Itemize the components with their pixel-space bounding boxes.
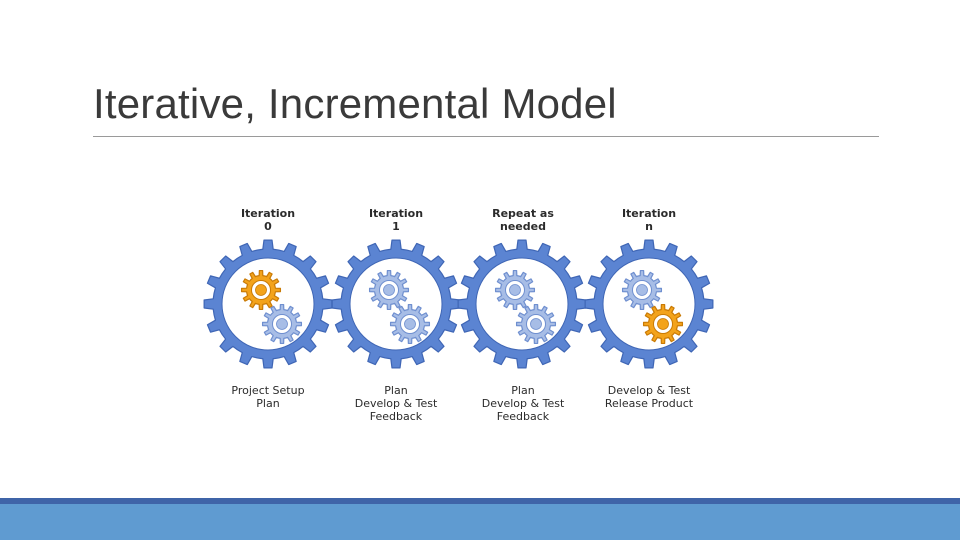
stage-0-heading: Iteration 0 <box>203 207 333 233</box>
stage-0-gear-group <box>203 239 333 369</box>
stage-0-heading-line-1: Iteration <box>240 207 296 220</box>
stage-2-caption-line-3: Feedback <box>496 410 550 423</box>
stage-3-caption-line-1: Develop & Test <box>607 384 691 397</box>
stage-0-lower-small-gear-icon <box>261 303 303 345</box>
stage-3-caption-line-2: Release Product <box>604 397 694 410</box>
stage-3-heading: Iteration n <box>584 207 714 233</box>
stage-0-caption-line-1: Project Setup <box>231 384 305 397</box>
stage-1-caption-line-3: Feedback <box>369 410 423 423</box>
stage-2-heading-line-1: Repeat as <box>492 207 554 220</box>
stage-2-heading-line-2: needed <box>500 220 546 233</box>
stage-1-gear-group <box>331 239 461 369</box>
stage-1-heading-line-1: Iteration <box>368 207 424 220</box>
stage-3-heading-line-2: n <box>645 220 653 233</box>
stage-1-caption: Plan Develop & Test Feedback <box>331 384 461 423</box>
stage-2-caption-line-1: Plan <box>511 384 535 397</box>
stage-1-heading: Iteration 1 <box>331 207 461 233</box>
stage-3-gear-group <box>584 239 714 369</box>
stage-1-lower-small-gear-icon <box>389 303 431 345</box>
stage-1-caption-line-2: Develop & Test <box>354 397 438 410</box>
stage-2-caption-line-2: Develop & Test <box>481 397 565 410</box>
footer-bar <box>0 504 960 540</box>
slide-title: Iterative, Incremental Model <box>93 80 617 127</box>
stage-3-heading-line-1: Iteration <box>621 207 677 220</box>
stage-3-upper-small-gear-icon <box>621 269 663 311</box>
stage-0-upper-small-gear-icon <box>240 269 282 311</box>
stage-3-lower-small-gear-icon <box>642 303 684 345</box>
stage-0-caption: Project Setup Plan <box>203 384 333 410</box>
stage-0-heading-line-2: 0 <box>264 220 272 233</box>
stage-2-upper-small-gear-icon <box>494 269 536 311</box>
stage-2-caption: Plan Develop & Test Feedback <box>458 384 588 423</box>
stage-2-heading: Repeat as needed <box>458 207 588 233</box>
title-divider <box>93 136 879 137</box>
stage-1-upper-small-gear-icon <box>368 269 410 311</box>
stage-2-lower-small-gear-icon <box>515 303 557 345</box>
stage-1-heading-line-2: 1 <box>392 220 400 233</box>
stage-3-caption: Develop & Test Release Product <box>584 384 714 410</box>
stage-2-gear-group <box>457 239 587 369</box>
stage-0-caption-line-2: Plan <box>256 397 280 410</box>
footer-accent-line <box>0 498 960 504</box>
stage-1-caption-line-1: Plan <box>384 384 408 397</box>
